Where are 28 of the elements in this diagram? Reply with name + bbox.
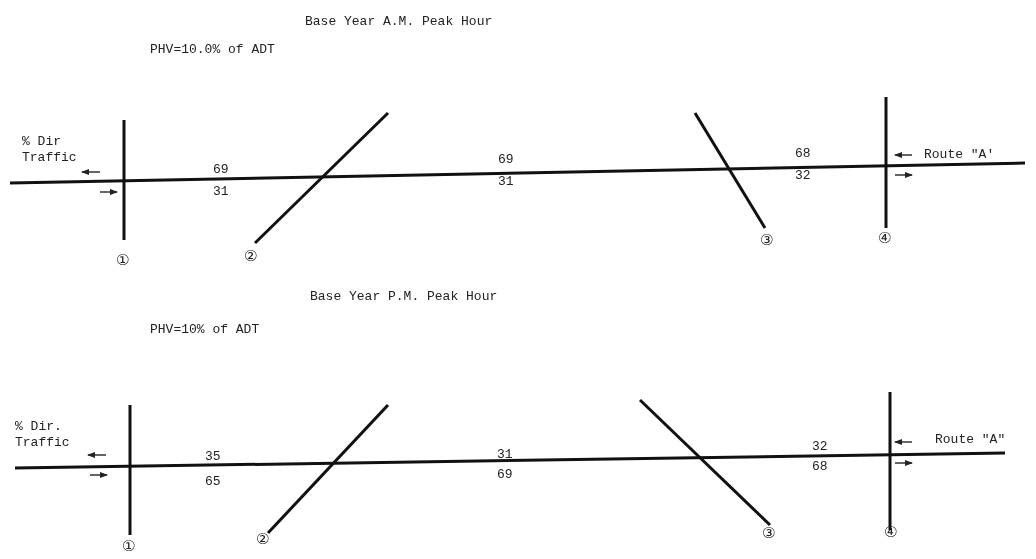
- traffic-percentage: 32: [812, 439, 828, 455]
- intersection-number: ①: [122, 538, 136, 554]
- axis-label: % Dir. Traffic: [15, 419, 71, 451]
- note-text: PHV=10.0% of ADT: [150, 42, 275, 58]
- heading: Base Year P.M. Peak Hour: [310, 289, 498, 305]
- intersection-number: ④: [878, 230, 892, 246]
- intersection-number: ②: [256, 531, 270, 547]
- traffic-percentage: 31: [498, 174, 514, 190]
- traffic-percentage: 31: [497, 447, 513, 463]
- intersection-number: ③: [760, 232, 774, 248]
- traffic-percentage: 68: [812, 459, 828, 475]
- intersection-number: ④: [884, 524, 898, 540]
- route-label: Route "A": [935, 432, 1006, 448]
- traffic-percentage: 68: [795, 146, 811, 162]
- traffic-percentage: 69: [213, 162, 229, 178]
- traffic-percentage: 32: [795, 168, 811, 184]
- intersection-number: ②: [244, 248, 258, 264]
- intersection-number: ①: [116, 252, 130, 268]
- traffic-percentage: 69: [497, 467, 513, 483]
- traffic-percentage: 65: [205, 474, 221, 490]
- traffic-percentage: 35: [205, 449, 221, 465]
- heading: Base Year A.M. Peak Hour: [305, 14, 493, 30]
- axis-label: % Dir Traffic: [22, 134, 78, 166]
- route-label: Route "A': [924, 147, 995, 163]
- traffic-percentage: 31: [213, 184, 229, 200]
- traffic-percentage: 69: [498, 152, 514, 168]
- note-text: PHV=10% of ADT: [150, 322, 260, 338]
- intersection-number: ③: [762, 525, 776, 541]
